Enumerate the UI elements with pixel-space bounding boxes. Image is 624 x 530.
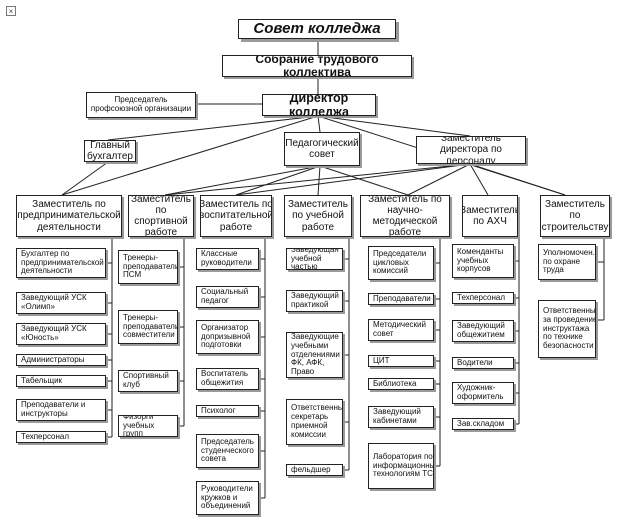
academic-item: Ответственный секретарь приемной комисси… — [286, 399, 343, 445]
sports-item: Тренеры-преподаватели, совместители — [118, 310, 178, 344]
methodical-item: Методический совет — [368, 319, 434, 341]
entrepreneurship-item: Администраторы — [16, 354, 106, 366]
entrepreneurship-item: Техперсонал — [16, 431, 106, 443]
entrepreneurship-item: Табельщик — [16, 375, 106, 387]
labor-assembly-box: Собрание трудового коллектива — [222, 55, 412, 77]
deputy-construction-head: Заместитель по строительству — [540, 195, 610, 237]
entrepreneurship-item: Бухгалтер по предпринимательской деятель… — [16, 248, 106, 278]
construction-item: Уполномочен. по охране труда — [538, 244, 596, 280]
methodical-item: Преподаватели — [368, 293, 434, 305]
upbringing-item: Психолог — [196, 405, 259, 417]
construction-item: Ответственный за проведение инструктажа … — [538, 300, 596, 358]
ahch-item: Водители — [452, 357, 514, 369]
entrepreneurship-item: Преподаватели и инструкторы — [16, 399, 106, 421]
academic-item: Заведующие учебными отделениями ФК, АФК,… — [286, 332, 343, 378]
ahch-item: Художник-оформитель — [452, 382, 514, 404]
corner-marker: × — [6, 6, 16, 16]
methodical-item: Председатели цикловых комиссий — [368, 246, 434, 280]
academic-item: Заведующий практикой — [286, 290, 343, 312]
upbringing-item: Классные руководители — [196, 248, 259, 270]
upbringing-item: Организатор допризывной подготовки — [196, 320, 259, 354]
methodical-item: Лаборатория по информационным технология… — [368, 443, 434, 489]
chief-accountant-box: Главный бухгалтер — [84, 140, 136, 162]
ahch-item: Заведующий общежитием — [452, 320, 514, 342]
ahch-item: Техперсонал — [452, 292, 514, 304]
college-council-title: Совет колледжа — [238, 19, 396, 39]
union-chair-box: Председатель профсоюзной организации — [86, 92, 196, 118]
deputy-academic-head: Заместитель по учебной работе — [284, 195, 352, 237]
upbringing-item: Председатель студенческого совета — [196, 434, 259, 468]
entrepreneurship-item: Заведующий УСК «Олимп» — [16, 292, 106, 314]
deputy-entrepreneurship-head: Заместитель по предпринимательской деяте… — [16, 195, 122, 237]
ahch-item: Коменданты учебных корпусов — [452, 244, 514, 278]
academic-item: Заведующая учебной частью — [286, 248, 343, 270]
sports-item: Спортивный клуб — [118, 370, 178, 392]
methodical-item: Заведующий кабинетами — [368, 406, 434, 428]
ahch-item: Зав.складом — [452, 418, 514, 430]
director-box: Директор колледжа — [262, 94, 376, 116]
entrepreneurship-item: Заведующий УСК «Юность» — [16, 323, 106, 345]
upbringing-item: Воспитатель общежития — [196, 368, 259, 390]
upbringing-item: Руководители кружков и объединений — [196, 481, 259, 515]
pedagogical-council-box: Педагогический совет — [284, 132, 360, 166]
deputy-upbringing-head: Заместитель по воспитательной работе — [200, 195, 272, 237]
methodical-item: Библиотека — [368, 378, 434, 390]
sports-item: Тренеры-преподаватели, ПСМ — [118, 250, 178, 284]
deputy-ahch-head: Заместитель по АХЧ — [462, 195, 518, 237]
deputy-sports-head: Заместитель по спортивной работе — [128, 195, 194, 237]
academic-item: фельдшер — [286, 464, 343, 476]
hr-deputy-box: Заместитель директора по персоналу — [416, 136, 526, 164]
methodical-item: ЦИТ — [368, 355, 434, 367]
sports-item: Физорги учебных групп — [118, 415, 178, 437]
upbringing-item: Социальный педагог — [196, 286, 259, 308]
deputy-methodical-head: Заместитель по научно-методической работ… — [360, 195, 450, 237]
